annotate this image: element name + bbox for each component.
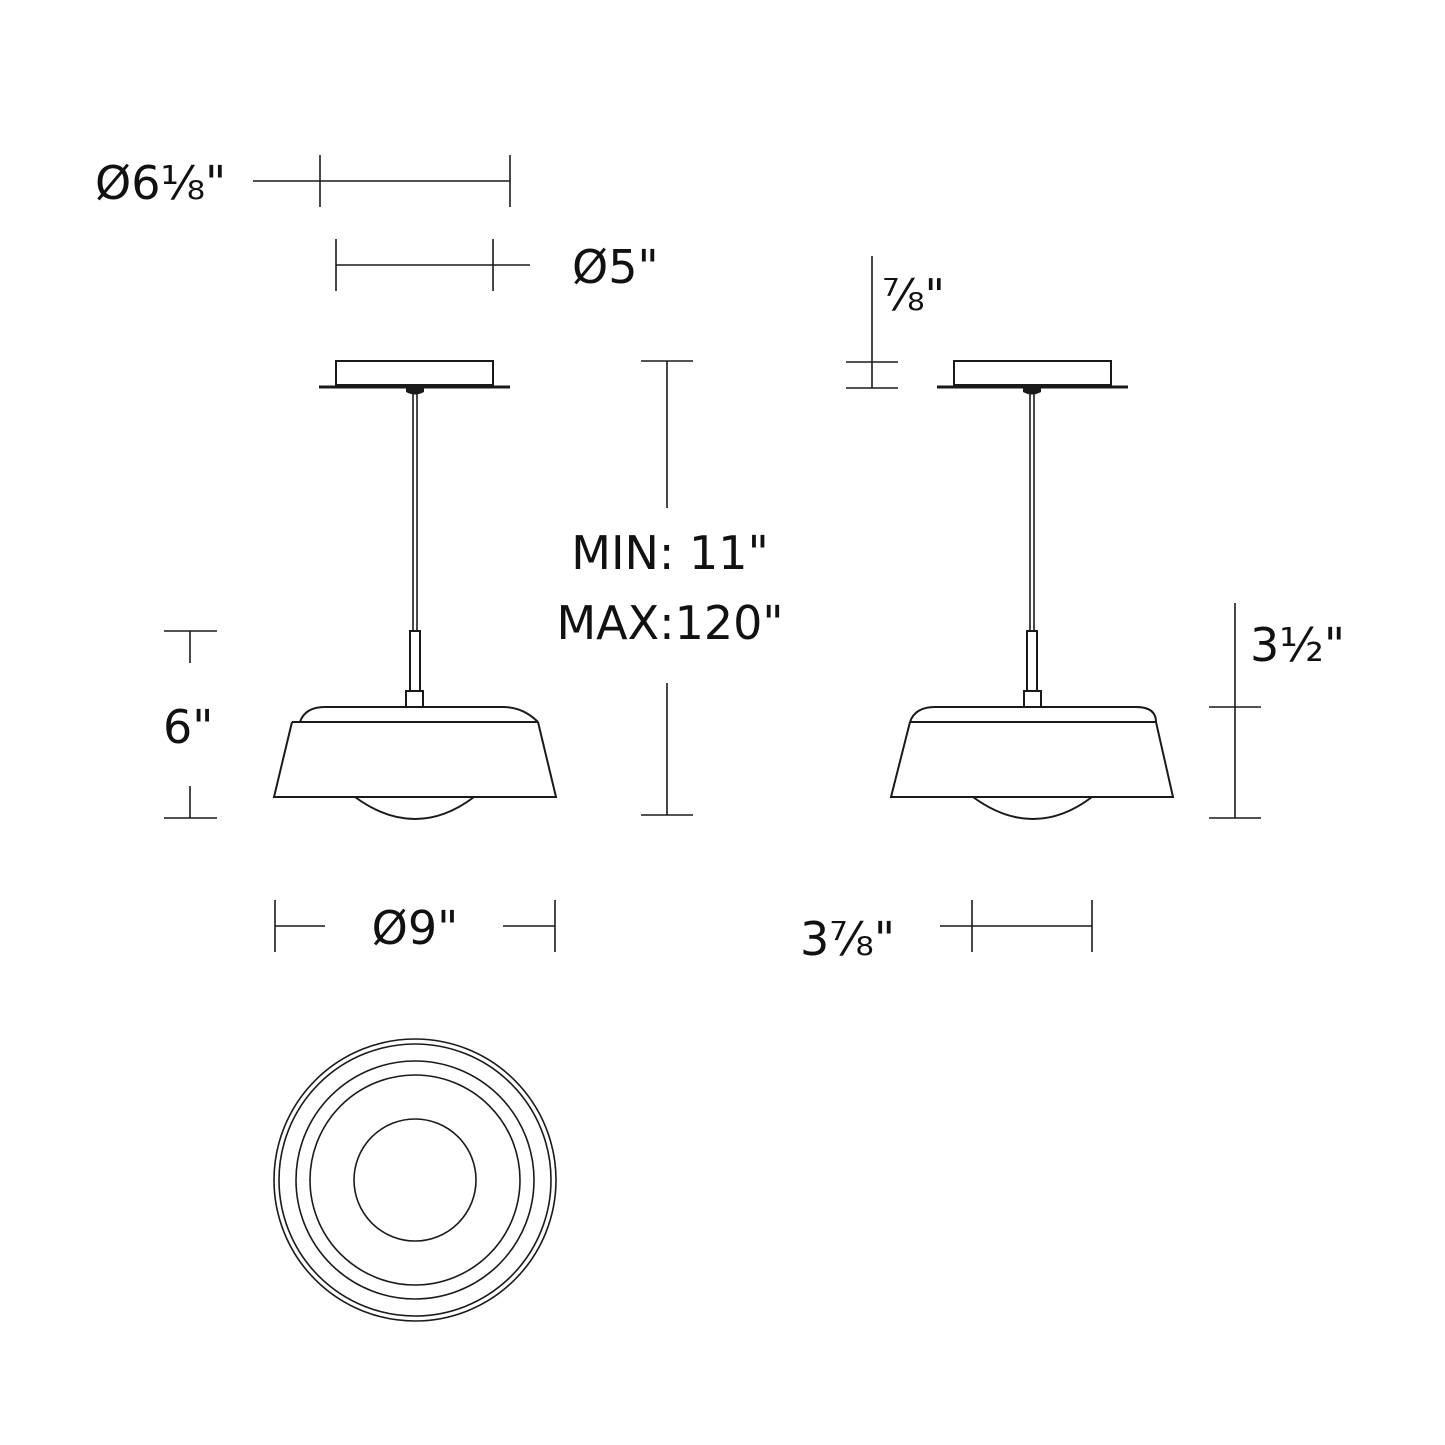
dimension-shade-height xyxy=(1209,603,1261,819)
label-side-offset: 3⅞" xyxy=(800,912,896,966)
label-canopy-plate-diameter: Ø6⅛" xyxy=(95,156,227,210)
label-canopy-height: ⅞" xyxy=(882,270,945,321)
front-view-pendant xyxy=(272,360,558,821)
dimension-canopy-box xyxy=(335,239,530,291)
side-view-pendant xyxy=(889,360,1175,821)
dimension-overall-height xyxy=(641,360,693,816)
label-shade-diameter: Ø9" xyxy=(371,901,459,955)
label-canopy-box-diameter: Ø5" xyxy=(572,240,659,294)
dimension-canopy-plate xyxy=(253,155,511,207)
dimension-fixture-height xyxy=(164,630,217,819)
bottom-view-circles xyxy=(273,1038,557,1322)
dimension-shade-diameter xyxy=(274,900,556,952)
label-fixture-height: 6" xyxy=(163,700,214,754)
dimension-side-offset xyxy=(940,900,1093,952)
label-overall-height-min: MIN: 11" xyxy=(571,526,769,580)
label-shade-height: 3½" xyxy=(1250,618,1346,672)
dimension-canopy-height xyxy=(846,256,898,389)
label-overall-height-max: MAX:120" xyxy=(556,596,784,650)
